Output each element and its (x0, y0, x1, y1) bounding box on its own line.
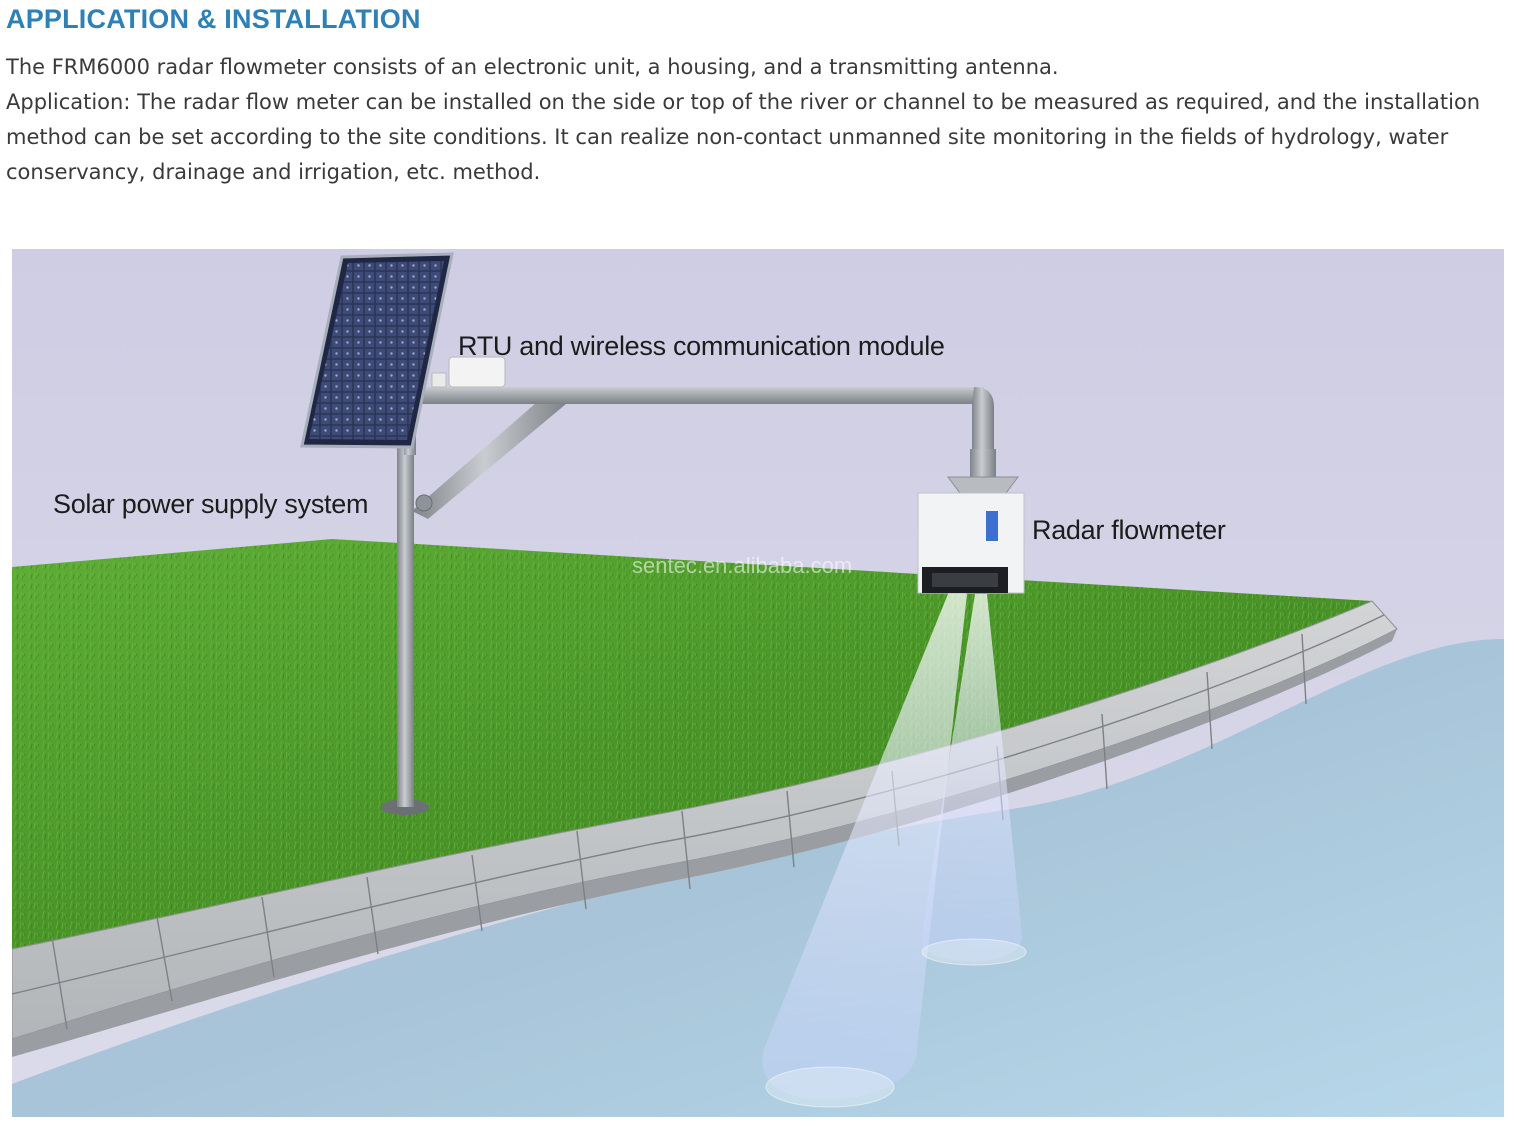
mounting-pole (381, 387, 996, 815)
intro-line-composition: The FRM6000 radar flowmeter consists of … (6, 55, 1059, 79)
radar-flowmeter-device (917, 476, 1025, 594)
section-heading: APPLICATION & INSTALLATION (6, 4, 421, 34)
installation-diagram: RTU and wireless communication module So… (12, 249, 1504, 1117)
intro-text: The FRM6000 radar flowmeter consists of … (6, 50, 1506, 190)
grass-field (12, 539, 1372, 949)
river-water (12, 639, 1504, 1117)
label-solar-power-supply: Solar power supply system (53, 489, 368, 519)
radar-beams (762, 589, 1027, 1108)
intro-line-application: Application: The radar flow meter can be… (6, 90, 1481, 184)
rtu-module (431, 356, 506, 388)
label-radar-flowmeter: Radar flowmeter (1032, 515, 1226, 545)
watermark: sentec.en.alibaba.com (632, 553, 852, 578)
label-rtu-module: RTU and wireless communication module (458, 331, 945, 361)
solar-panel (300, 252, 454, 449)
